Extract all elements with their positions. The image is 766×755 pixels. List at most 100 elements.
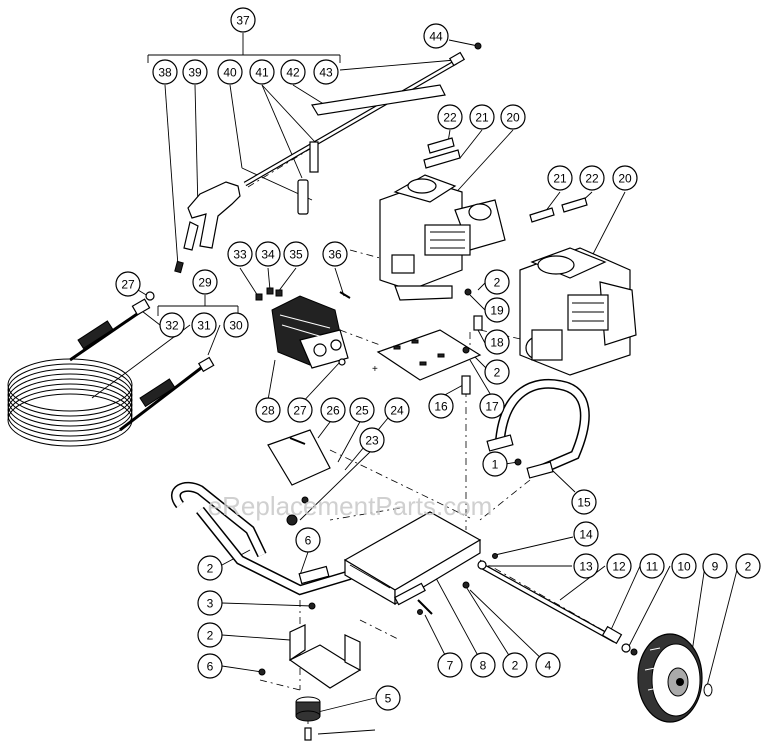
callout-circle	[573, 553, 599, 579]
callout-label: 2	[745, 560, 752, 574]
callout-circle	[320, 397, 346, 423]
callout-circle	[182, 59, 208, 85]
callout-circle	[197, 555, 223, 581]
nut-2-lower	[258, 668, 266, 676]
callout-circle	[295, 527, 321, 553]
upright-handle	[486, 378, 590, 479]
callout-circle	[249, 59, 275, 85]
callout-circle	[484, 329, 510, 355]
callout-circle	[230, 7, 256, 33]
washer-19	[464, 288, 472, 296]
callout-label: 9	[712, 560, 719, 574]
callout-label: 19	[490, 304, 504, 318]
callout-circle	[470, 652, 496, 678]
screw-6-shaft	[417, 599, 433, 615]
guard-bolt-26	[289, 437, 306, 445]
callout-label: 38	[158, 66, 172, 80]
callout-circle	[428, 393, 454, 419]
callout-label: 23	[365, 434, 379, 448]
nut-2-bracket	[308, 602, 316, 610]
callout-circle	[579, 165, 605, 191]
callout-label: 21	[475, 111, 489, 125]
fitting-35	[275, 289, 283, 297]
callout-circle	[482, 451, 508, 477]
hose	[7, 298, 215, 447]
callout-20: 20	[612, 165, 638, 191]
callout-label: 13	[579, 560, 593, 574]
nozzle-tip	[474, 42, 482, 50]
callout-circle	[227, 241, 253, 267]
label-upper-22	[427, 137, 455, 154]
callout-21: 21	[547, 165, 573, 191]
callout-label: 35	[289, 248, 303, 262]
fitting-36	[339, 291, 351, 299]
callout-label: 14	[579, 528, 593, 542]
callout-label: 2	[512, 659, 519, 673]
fitting-14	[477, 560, 487, 570]
callout-label: 37	[236, 14, 250, 28]
hubcap-9	[703, 683, 713, 697]
callout-circle	[152, 59, 178, 85]
bolt-18	[473, 315, 483, 331]
callout-2: 2	[197, 555, 223, 581]
callout-label: 42	[286, 66, 300, 80]
callout-circle	[547, 165, 573, 191]
callout-circle	[359, 427, 385, 453]
callout-label: 25	[355, 404, 369, 418]
callout-circle	[606, 553, 632, 579]
callout-41: 41	[249, 59, 275, 85]
callout-15: 15	[571, 489, 597, 515]
callout-8: 8	[470, 652, 496, 678]
leader-lines	[91, 33, 739, 735]
callout-label: 15	[577, 496, 591, 510]
fitting-33	[255, 293, 263, 301]
callout-circle	[159, 312, 185, 338]
callout-label: 2	[207, 629, 214, 643]
callout-23: 23	[359, 427, 385, 453]
callout-circle	[535, 652, 561, 678]
callout-circle	[502, 652, 528, 678]
callout-32: 32	[159, 312, 185, 338]
callout-circle	[191, 312, 217, 338]
callout-35: 35	[283, 241, 309, 267]
axle	[478, 562, 623, 645]
bolt-2-handle	[514, 458, 522, 466]
callout-label: 22	[443, 111, 457, 125]
callout-28: 28	[255, 397, 281, 423]
callout-circle	[384, 397, 410, 423]
callout-6: 6	[197, 653, 223, 679]
callout-label: 5	[385, 692, 392, 706]
callout-16: 16	[428, 393, 454, 419]
callout-label: 18	[490, 336, 504, 350]
nut-2-upper	[462, 346, 470, 354]
callout-label: 1	[492, 458, 499, 472]
callout-22: 22	[579, 165, 605, 191]
callout-circle	[283, 241, 309, 267]
grommet-23	[286, 514, 298, 526]
callout-label: 32	[165, 319, 179, 333]
label-right-22	[561, 197, 588, 213]
nut-11	[630, 648, 638, 656]
screw-6-right	[492, 553, 498, 559]
callout-label: 10	[677, 560, 691, 574]
label-right-21	[529, 207, 555, 223]
bolt-16	[461, 375, 471, 395]
callout-label: 4	[545, 659, 552, 673]
callout-circle	[573, 521, 599, 547]
callout-34: 34	[255, 241, 281, 267]
callout-circle	[479, 393, 505, 419]
callout-14: 14	[573, 521, 599, 547]
callout-18: 18	[484, 329, 510, 355]
rubber-foot	[295, 696, 321, 722]
callout-label: 2	[207, 562, 214, 576]
callout-circle	[255, 397, 281, 423]
callout-20: 20	[500, 104, 526, 130]
callout-label: 16	[434, 400, 448, 414]
callout-3: 3	[197, 590, 223, 616]
callout-circle	[612, 165, 638, 191]
callout-circle	[500, 104, 526, 130]
callout-2: 2	[484, 269, 510, 295]
callout-circle	[287, 397, 313, 423]
